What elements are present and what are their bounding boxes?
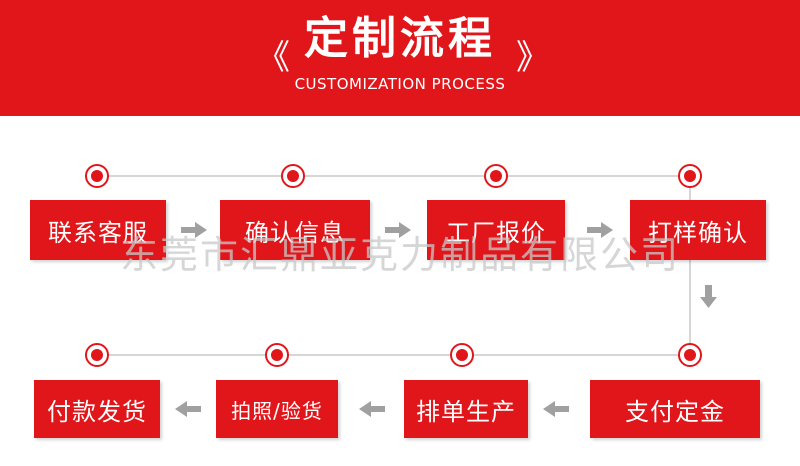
header-banner: 《 定制流程 》 CUSTOMIZATION PROCESS	[0, 0, 800, 116]
circle-dot-icon	[85, 164, 109, 188]
page-subtitle: CUSTOMIZATION PROCESS	[294, 75, 506, 93]
arrow-right-icon	[181, 222, 207, 238]
step-sample-confirm: 打样确认	[630, 200, 766, 260]
arrow-right-icon	[587, 222, 613, 238]
page-title: 定制流程	[304, 13, 496, 64]
step-contact-service: 联系客服	[30, 200, 166, 260]
step-pay-deposit: 支付定金	[590, 380, 760, 438]
left-quote-decoration: 《	[256, 38, 290, 78]
circle-dot-icon	[85, 343, 109, 367]
step-production-schedule: 排单生产	[404, 380, 528, 438]
arrow-left-icon	[543, 401, 569, 417]
circle-dot-icon	[484, 164, 508, 188]
circle-dot-icon	[678, 343, 702, 367]
circle-dot-icon	[450, 343, 474, 367]
arrow-left-icon	[359, 401, 385, 417]
arrow-down-icon	[700, 285, 717, 308]
arrow-left-icon	[175, 401, 201, 417]
circle-dot-icon	[265, 343, 289, 367]
arrow-right-icon	[385, 222, 411, 238]
circle-dot-icon	[281, 164, 305, 188]
step-confirm-info: 确认信息	[220, 200, 370, 260]
right-quote-decoration: 》	[516, 38, 550, 78]
step-payment-shipping: 付款发货	[34, 380, 160, 438]
step-photo-inspection: 拍照/验货	[216, 380, 338, 438]
circle-dot-icon	[678, 164, 702, 188]
step-factory-quote: 工厂报价	[427, 200, 565, 260]
